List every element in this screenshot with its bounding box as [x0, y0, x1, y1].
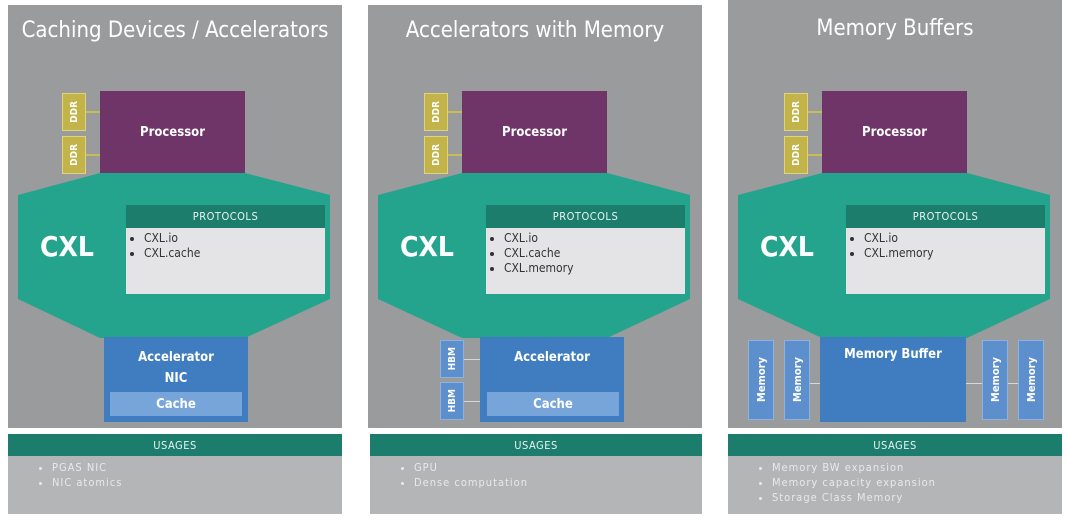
ddr-module: DDR [424, 136, 448, 174]
panel-title: Caching Devices / Accelerators [21, 18, 329, 43]
ddr-link [808, 111, 822, 113]
hbm-link [464, 401, 480, 402]
protocol-item: CXL.cache [504, 246, 677, 261]
processor-block: Processor [462, 91, 607, 173]
ddr-link [448, 154, 462, 156]
memory-module: Memory [982, 340, 1008, 420]
device-sublabel: NIC [164, 371, 188, 386]
memory-module: Memory [1018, 340, 1044, 420]
protocol-item: CXL.memory [864, 246, 1037, 261]
processor-block: Processor [100, 91, 245, 173]
memory-buffer-block: Memory Buffer [820, 337, 966, 422]
usages-header: USAGES [8, 434, 342, 456]
protocols-header: PROTOCOLS [126, 205, 325, 228]
protocols-list: CXL.io CXL.memory [846, 228, 1045, 294]
memory-module: Memory [748, 340, 774, 420]
usage-item: Dense computation [414, 475, 702, 490]
protocol-item: CXL.cache [144, 246, 317, 261]
ddr-module: DDR [784, 93, 808, 131]
device-label: Accelerator [138, 350, 214, 365]
usages-header: USAGES [370, 434, 702, 456]
cache-block: Cache [487, 392, 619, 416]
protocol-item: CXL.io [864, 231, 1037, 246]
cache-block: Cache [110, 392, 242, 416]
device-label: Accelerator [514, 350, 590, 365]
panel-title: Memory Buffers [816, 16, 974, 41]
usage-item: Memory capacity expansion [772, 475, 1062, 490]
cxl-label: CXL [40, 230, 94, 263]
usage-item: PGAS NIC [52, 460, 342, 475]
ddr-link [86, 111, 100, 113]
cxl-label: CXL [400, 230, 454, 263]
protocol-item: CXL.io [144, 231, 317, 246]
usage-item: GPU [414, 460, 702, 475]
cxl-label: CXL [760, 230, 814, 263]
usage-item: NIC atomics [52, 475, 342, 490]
memory-link [810, 383, 820, 384]
usages-list: GPU Dense computation [370, 456, 702, 514]
memory-module: Memory [784, 340, 810, 420]
protocol-item: CXL.io [504, 231, 677, 246]
hbm-module: HBM [440, 340, 464, 378]
ddr-module: DDR [62, 93, 86, 131]
usages-header: USAGES [728, 434, 1062, 456]
hbm-link [464, 359, 480, 360]
ddr-module: DDR [784, 136, 808, 174]
usage-item: Storage Class Memory [772, 490, 1062, 505]
protocols-list: CXL.io CXL.cache CXL.memory [486, 228, 685, 294]
usages-list: Memory BW expansion Memory capacity expa… [728, 456, 1062, 514]
ddr-link [86, 154, 100, 156]
device-label: Memory Buffer [844, 347, 942, 362]
protocols-header: PROTOCOLS [486, 205, 685, 228]
ddr-module: DDR [62, 136, 86, 174]
usages-list: PGAS NIC NIC atomics [8, 456, 342, 514]
usage-item: Memory BW expansion [772, 460, 1062, 475]
panel-title: Accelerators with Memory [405, 18, 665, 43]
protocols-list: CXL.io CXL.cache [126, 228, 325, 294]
memory-link [1008, 383, 1018, 384]
hbm-module: HBM [440, 382, 464, 420]
processor-block: Processor [822, 91, 967, 173]
protocol-item: CXL.memory [504, 261, 677, 276]
ddr-link [448, 111, 462, 113]
ddr-link [808, 154, 822, 156]
protocols-header: PROTOCOLS [846, 205, 1045, 228]
ddr-module: DDR [424, 93, 448, 131]
memory-link [966, 383, 982, 384]
